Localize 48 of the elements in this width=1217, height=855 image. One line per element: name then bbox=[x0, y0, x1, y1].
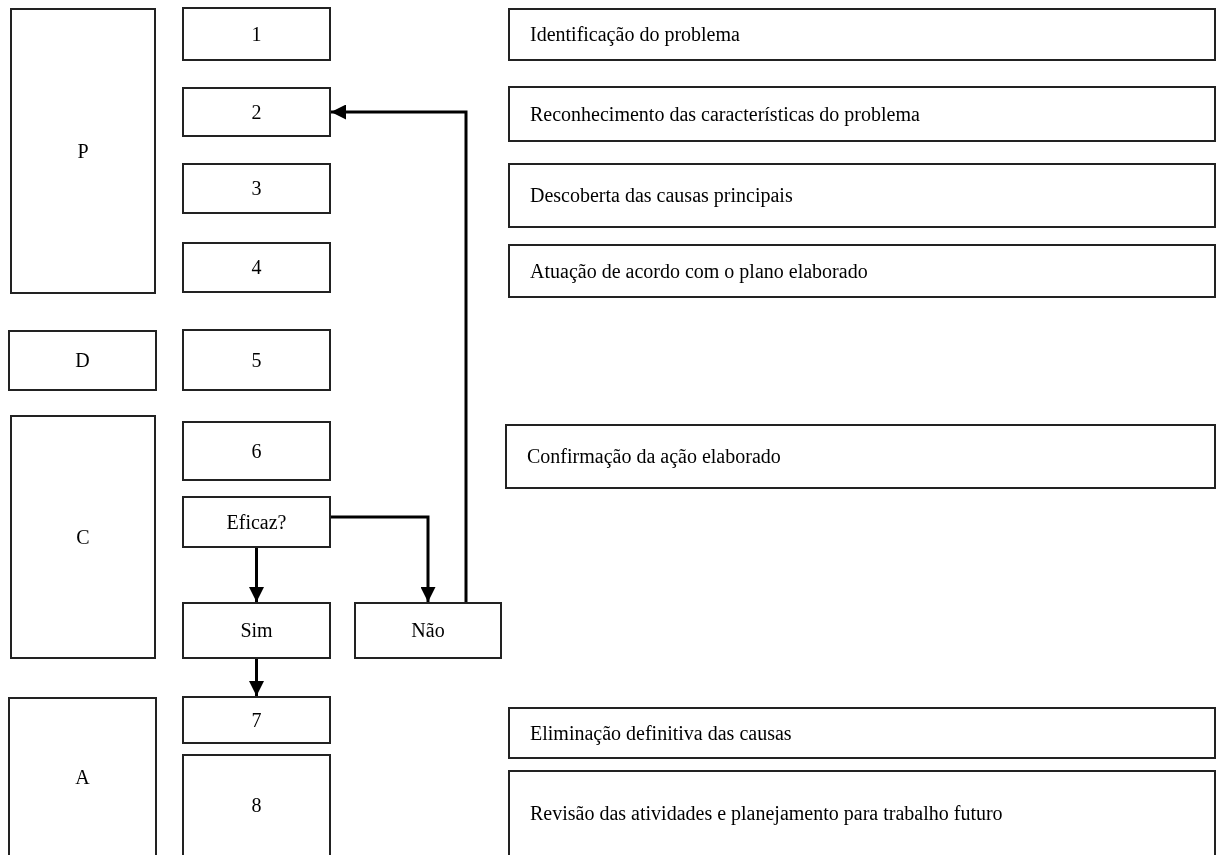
step-box bbox=[8, 697, 157, 855]
box-label: Não bbox=[411, 618, 445, 643]
box-label: Eficaz? bbox=[226, 509, 287, 535]
box-label: 4 bbox=[251, 255, 262, 280]
box-label: 2 bbox=[251, 99, 262, 125]
step-box bbox=[182, 242, 331, 293]
description-box bbox=[508, 163, 1216, 228]
step-box bbox=[10, 415, 156, 659]
arrow bbox=[331, 515, 436, 602]
box-label: P bbox=[77, 138, 89, 164]
box-label: 8 bbox=[251, 793, 262, 818]
description-box bbox=[505, 424, 1216, 489]
arrow bbox=[249, 659, 264, 696]
box-label: A bbox=[75, 764, 90, 790]
step-box bbox=[10, 8, 156, 294]
description-box bbox=[508, 244, 1216, 298]
box-label: 1 bbox=[251, 21, 262, 47]
box-label: Atuação de acordo com o plano elaborado bbox=[530, 258, 868, 284]
step-box bbox=[8, 330, 157, 391]
box-label: Confirmação da ação elaborado bbox=[527, 444, 781, 469]
description-box bbox=[508, 8, 1216, 61]
box-label: C bbox=[76, 524, 90, 550]
box-label: 3 bbox=[251, 176, 262, 201]
arrow bbox=[331, 104, 468, 602]
box-label: Sim bbox=[240, 618, 273, 643]
step-box bbox=[182, 329, 331, 391]
step-box bbox=[182, 754, 331, 855]
box-label: Eliminação definitiva das causas bbox=[530, 720, 792, 746]
box-label: 7 bbox=[251, 707, 262, 733]
box-label: Reconhecimento das características do problema bbox=[530, 101, 920, 127]
arrow bbox=[249, 548, 264, 602]
box-label: 6 bbox=[251, 438, 262, 464]
step-box bbox=[182, 602, 331, 659]
step-box bbox=[182, 7, 331, 61]
description-box bbox=[508, 707, 1216, 759]
step-box bbox=[354, 602, 502, 659]
box-label: Identificação do problema bbox=[530, 22, 740, 47]
box-label: 5 bbox=[251, 347, 262, 373]
description-box bbox=[508, 86, 1216, 142]
box-label: D bbox=[75, 348, 90, 373]
box-label: Revisão das atividades e planejamento para trabalho futuro bbox=[530, 801, 1003, 826]
step-box bbox=[182, 496, 331, 548]
step-box bbox=[182, 87, 331, 137]
description-box bbox=[508, 770, 1216, 855]
box-label: Descoberta das causas principais bbox=[530, 183, 793, 208]
step-box bbox=[182, 163, 331, 214]
step-box bbox=[182, 696, 331, 744]
step-box bbox=[182, 421, 331, 481]
